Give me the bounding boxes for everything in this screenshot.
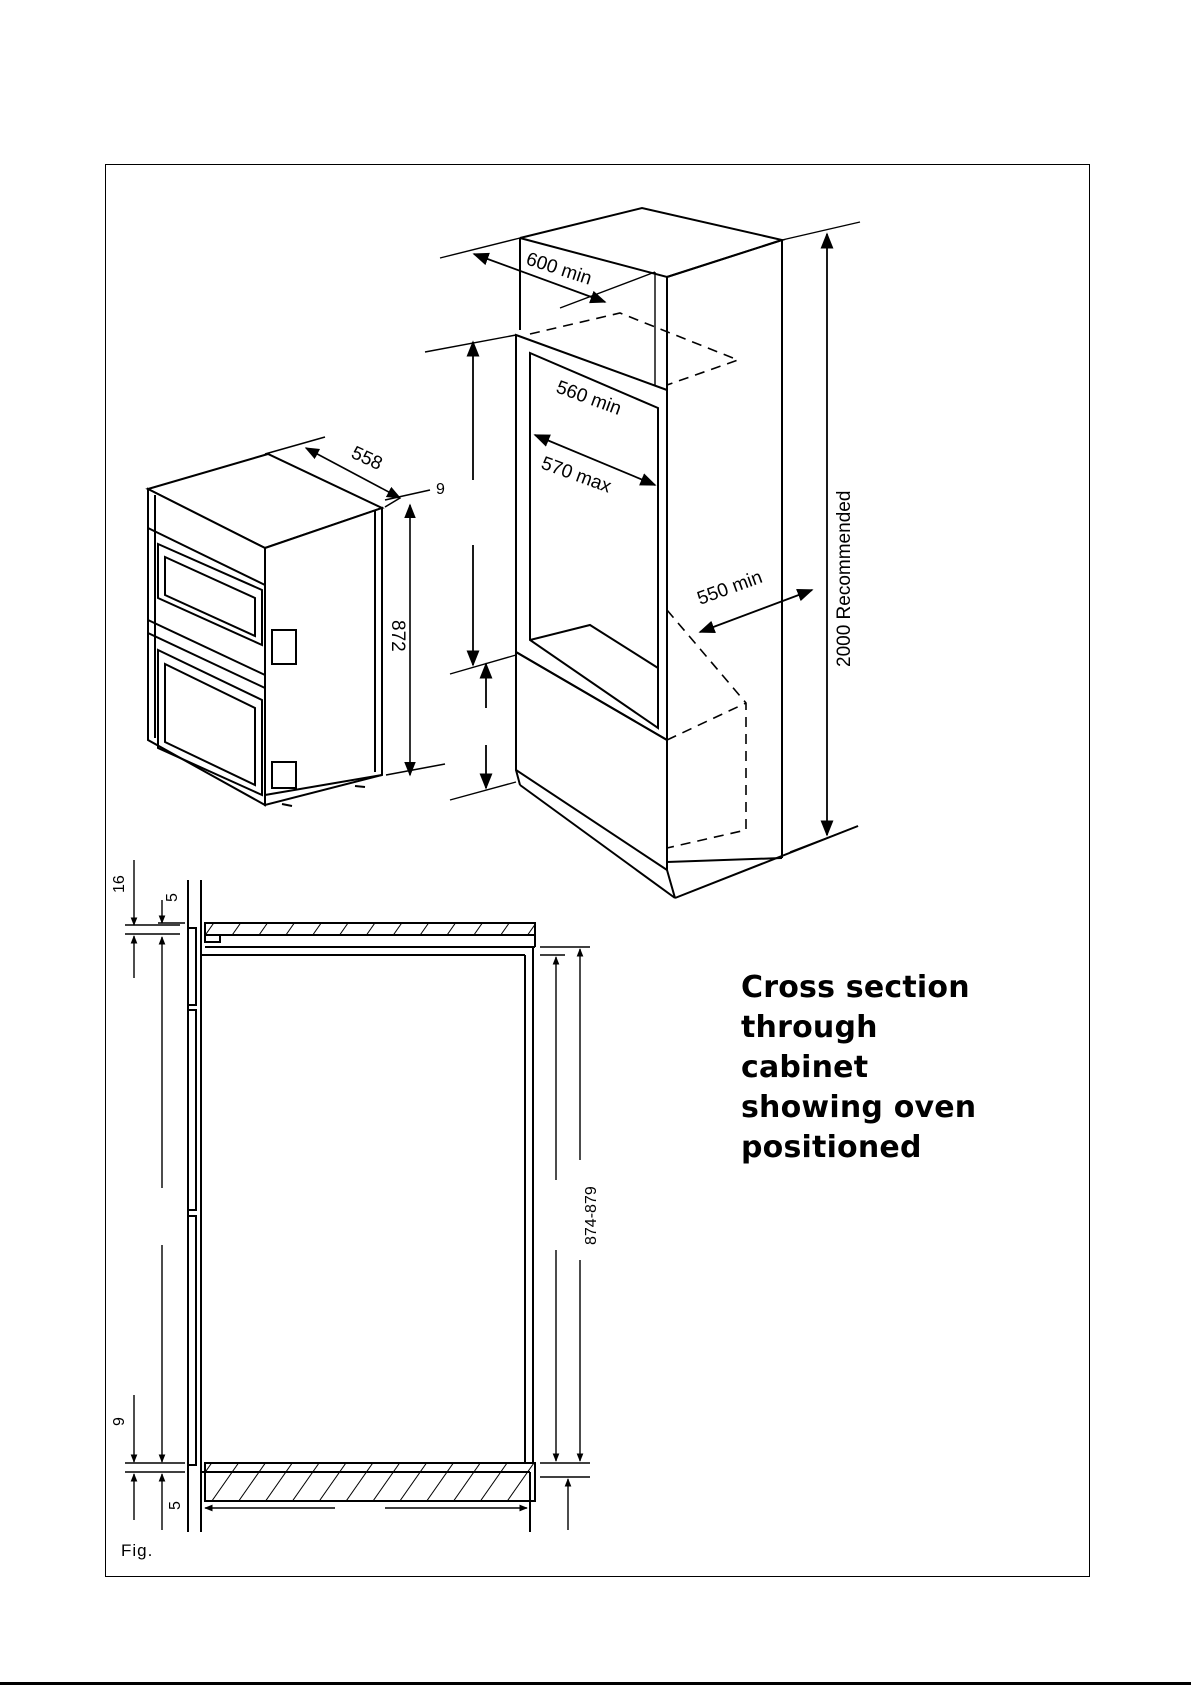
- title-line-3: cabinet: [741, 1048, 1041, 1088]
- title-line-2: through: [741, 1008, 1041, 1048]
- dim-section-bottom-lip: 5: [167, 1501, 184, 1510]
- dim-cabinet-depth: 550 min: [695, 567, 766, 610]
- title-line-5: positioned: [741, 1128, 1041, 1168]
- oven-unit: [148, 454, 382, 806]
- dim-section-bottom-gap: 9: [111, 1417, 128, 1426]
- dim-aperture-max: 570 max: [538, 453, 614, 498]
- cross-section: [188, 880, 535, 1532]
- cross-section-title: Cross section through cabinet showing ov…: [741, 968, 1041, 1168]
- dim-oven-height: 872: [387, 620, 408, 652]
- dim-section-top-gap: 16: [111, 875, 128, 893]
- dim-aperture-width: 560 min: [553, 377, 624, 420]
- dim-section-top-lip: 5: [164, 893, 181, 902]
- cabinet-guide-lines: [425, 222, 860, 852]
- dim-oven-depth: 558: [348, 442, 386, 474]
- title-line-4: showing oven: [741, 1088, 1041, 1128]
- dim-section-aperture-height: 874-879: [583, 1186, 600, 1245]
- title-line-1: Cross section: [741, 968, 1041, 1008]
- figure-caption: Fig.: [121, 1541, 153, 1561]
- dim-cabinet-height: 2000 Recommended: [834, 491, 855, 667]
- dim-oven-offset: 9: [436, 481, 445, 498]
- tall-cabinet: [516, 208, 858, 898]
- cross-section-dimensions: [125, 860, 590, 1530]
